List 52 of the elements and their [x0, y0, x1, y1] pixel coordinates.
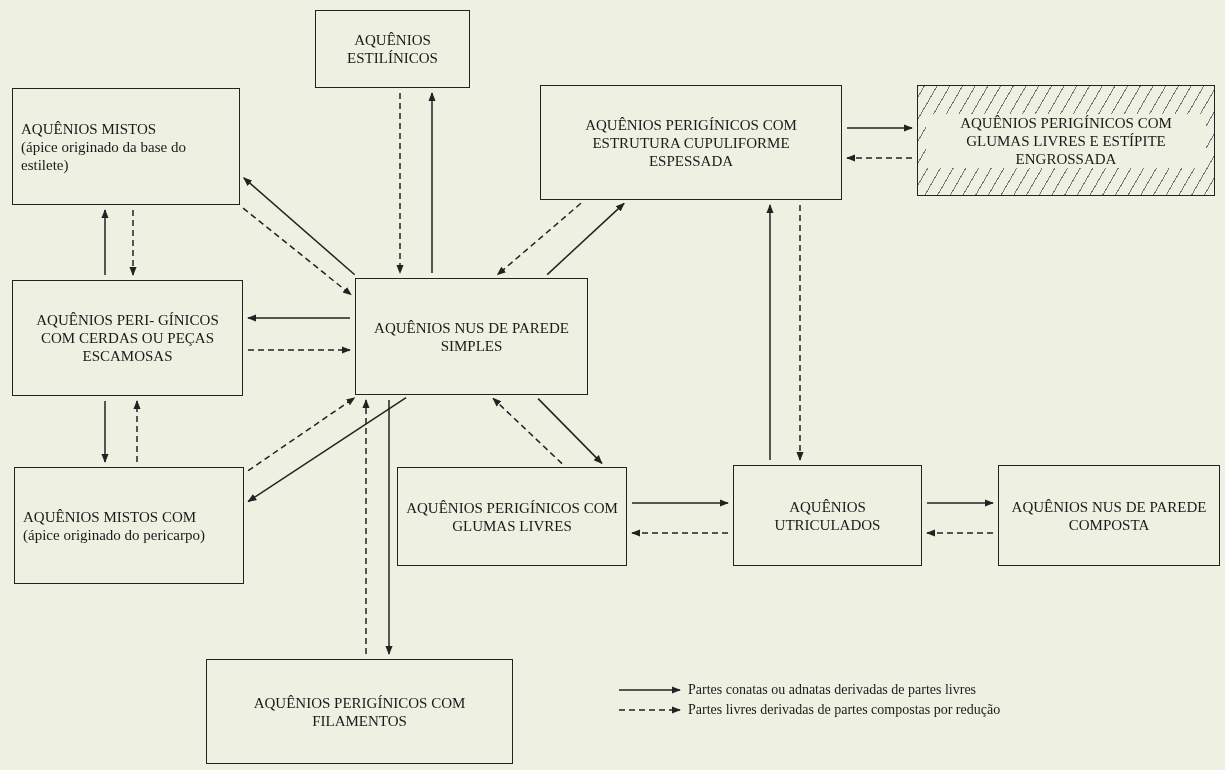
category-name: AQUÊNIOS NUS DE PAREDE COMPOSTA	[1010, 497, 1208, 534]
arrow	[243, 177, 356, 276]
category-box	[12, 280, 243, 396]
category-box	[733, 465, 922, 566]
category-name: AQUÊNIOS PERI- GÍNICOS COM CERDAS OU PEÇAS ESCAMOSAS	[35, 311, 220, 365]
dashed-arrow	[247, 346, 351, 354]
category-box	[998, 465, 1220, 566]
arrow	[428, 92, 436, 274]
dashed-arrow	[846, 154, 913, 162]
arrow	[766, 204, 774, 461]
dashed-arrow	[926, 529, 994, 537]
arrow	[247, 314, 351, 322]
dashed-arrow	[129, 209, 137, 276]
arrow	[546, 202, 625, 276]
legend-text: Partes conatas ou adnatas derivadas de partes livres	[688, 682, 977, 698]
category-box	[355, 278, 588, 395]
category-name: AQUÊNIOS MISTOS	[21, 119, 158, 138]
dashed-arrow	[362, 399, 370, 655]
category-name: AQUÊNIOS MISTOS COM	[23, 507, 198, 526]
dashed-arrow	[796, 204, 804, 461]
category-name: AQUÊNIOS PERIGÍNICOS COM GLUMAS LIVRES E ESTÍPITE ENGROSSADA	[926, 113, 1206, 168]
category-box	[14, 467, 244, 584]
category-name: AQUÊNIOS PERIGÍNICOS COM ESTRUTURA CUPULIFORME ESPESSADA	[584, 115, 798, 170]
category-name: AQUÊNIOS NUS DE PAREDE SIMPLES	[373, 318, 570, 355]
arrow	[537, 397, 603, 465]
dashed-arrow	[247, 397, 356, 472]
category-box	[12, 88, 240, 205]
arrow	[247, 396, 407, 503]
category-box	[397, 467, 627, 566]
hatched-category-box	[917, 85, 1215, 196]
dashed-arrow	[242, 207, 352, 296]
dashed-arrow	[396, 92, 404, 274]
arrow	[101, 209, 109, 276]
category-name: AQUÊNIOS UTRICULADOS	[773, 497, 882, 534]
category-box	[206, 659, 513, 764]
arrow	[101, 400, 109, 463]
arrow	[926, 499, 994, 507]
category-box	[540, 85, 842, 200]
legend-text: Partes livres derivadas de partes compostas por redução	[688, 702, 1001, 718]
dashed-arrow	[631, 529, 729, 537]
arrow	[631, 499, 729, 507]
dashed-arrow	[492, 397, 563, 465]
arrow	[846, 124, 913, 132]
category-name: AQUÊNIOS PERIGÍNICOS COM GLUMAS LIVRES	[406, 498, 618, 535]
category-box	[315, 10, 470, 88]
category-note: (ápice originado do pericarpo)	[23, 525, 206, 544]
arrow	[385, 399, 393, 655]
dashed-arrow	[133, 400, 141, 463]
dashed-arrow	[496, 202, 582, 276]
category-name: AQUÊNIOS PERIGÍNICOS COM FILAMENTOS	[252, 693, 467, 730]
category-note: (ápice originado da base do estilete)	[21, 137, 187, 174]
category-name: AQUÊNIOS ESTILÍNICOS	[346, 31, 439, 67]
